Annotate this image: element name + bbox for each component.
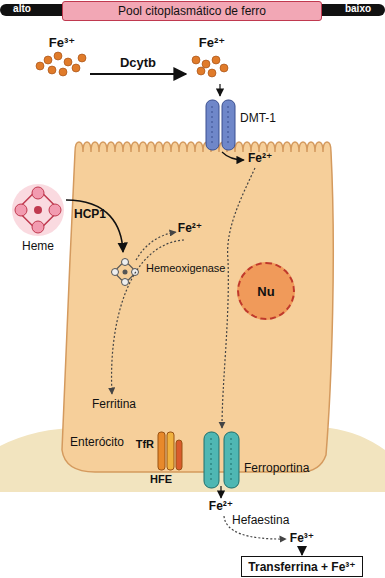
nucleus-circle: Nu — [237, 262, 295, 320]
heme-uptake-arrow — [66, 200, 123, 252]
protein-label: TfR — [136, 438, 154, 451]
iron-dots — [192, 56, 228, 77]
protein-label: HFE — [150, 473, 172, 486]
dmt1-transporter — [206, 100, 235, 150]
scale-end: alto — [13, 3, 31, 15]
transporter-label: HCP1 — [74, 208, 106, 222]
heme-molecule — [12, 184, 64, 236]
iron-dots — [36, 52, 86, 76]
release-path — [136, 232, 176, 260]
protein-label: Ferritina — [92, 398, 136, 412]
ion-label: Fe²⁺ — [199, 36, 225, 51]
enzyme-label: Hefaestina — [232, 514, 289, 528]
heme-molecule — [112, 259, 139, 286]
export-arrow — [220, 486, 221, 498]
transferrin-box: Transferrina + Fe³⁺ — [241, 556, 362, 577]
transporter-label: DMT-1 — [240, 112, 276, 126]
node-text: Transferrina + Fe³⁺ — [248, 560, 355, 574]
enterocyte-cell — [62, 142, 333, 472]
entry-arrow — [222, 152, 244, 160]
scale-end: baixo — [345, 3, 371, 15]
node-text: Pool citoplasmático de ferro — [118, 4, 266, 18]
ion-label: Fe³⁺ — [290, 532, 314, 546]
reduction-arrow — [90, 73, 186, 75]
uptake-arrow — [219, 84, 220, 96]
node-text: Nu — [257, 284, 274, 299]
molecule-label: Heme — [22, 240, 54, 254]
cell-label: Enterócito — [70, 436, 124, 450]
iron-pool-band: Pool citoplasmático de ferro — [62, 1, 322, 21]
ion-label: Fe²⁺ — [209, 500, 233, 514]
enzyme-label: Dcytb — [120, 56, 156, 71]
ion-label: Fe³⁺ — [49, 36, 75, 51]
ferroportin-transporter — [204, 432, 239, 488]
enzyme-label: Hemeoxigenase — [146, 262, 226, 275]
ion-label: Fe²⁺ — [248, 152, 272, 166]
transporter-label: Ferroportina — [244, 462, 309, 476]
binding-arrow — [301, 546, 303, 555]
ion-label: Fe²⁺ — [178, 222, 202, 236]
tfr-hfe-complex — [158, 432, 182, 470]
